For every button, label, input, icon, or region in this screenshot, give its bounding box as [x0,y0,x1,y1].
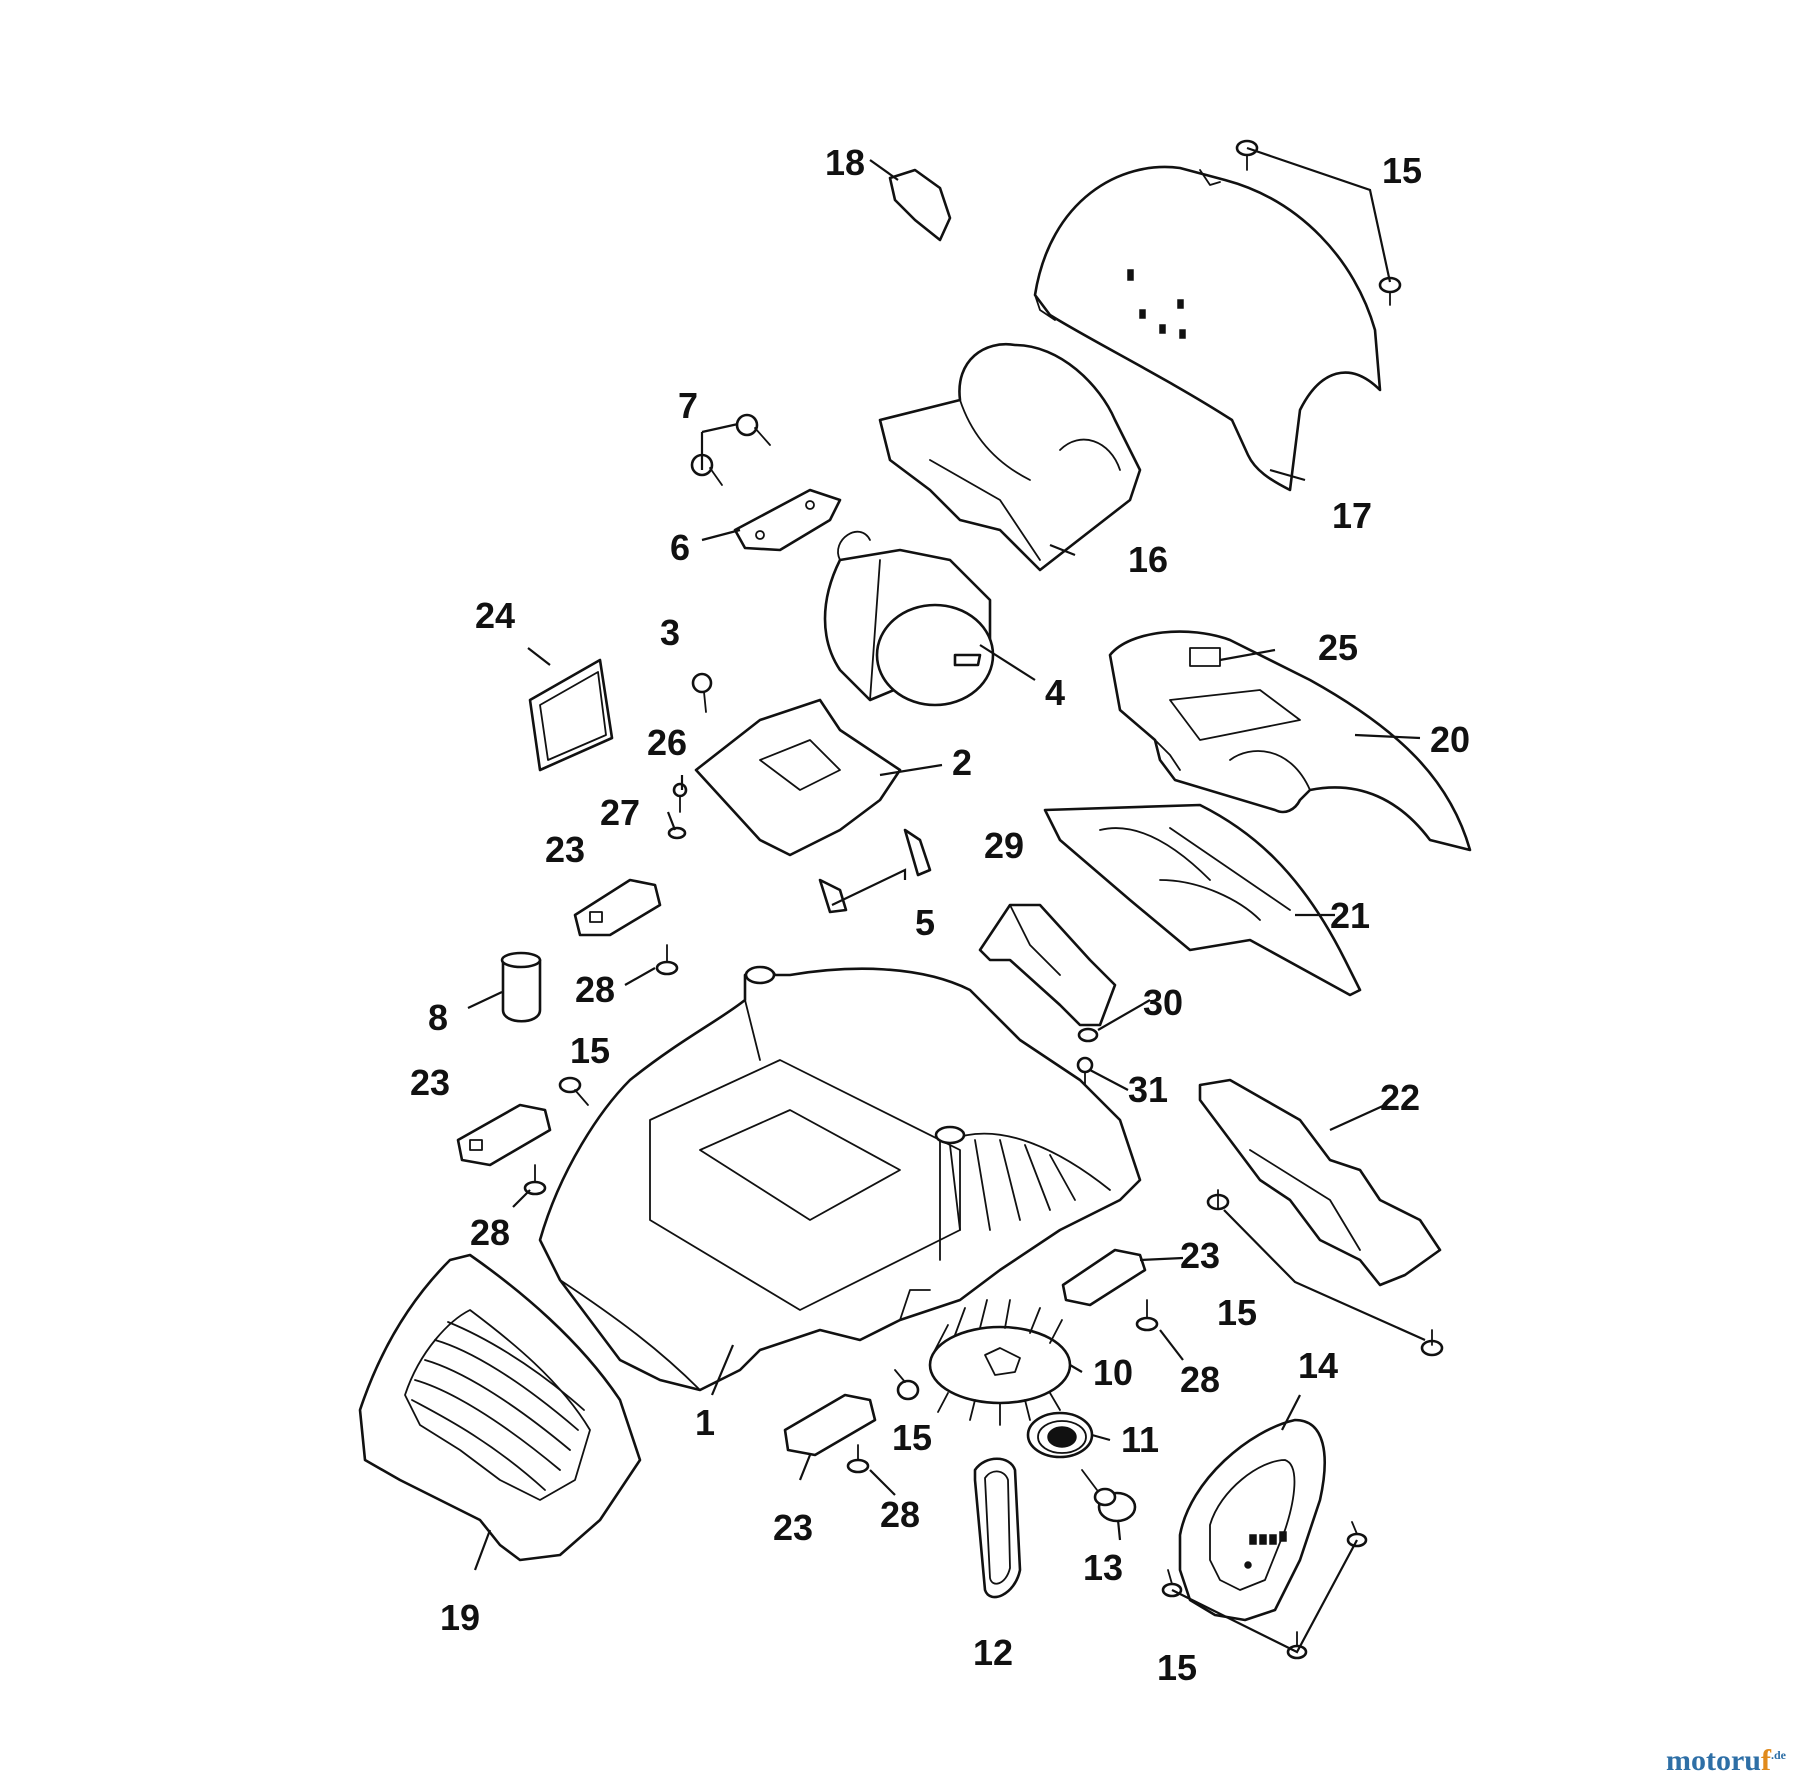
callout-6: 6 [670,527,690,568]
part-1-housing [538,965,1142,1392]
part-23-clip-a [573,878,662,937]
part-28-screw-b [523,1164,547,1196]
callout-23-d: 23 [773,1507,813,1548]
callout-8: 8 [428,997,448,1038]
watermark-logo: motoruf.de [1666,1744,1786,1778]
callout-31: 31 [1128,1069,1168,1110]
callout-13: 13 [1083,1547,1123,1588]
callout-15-bottom: 15 [1157,1647,1197,1688]
part-6-bracket [733,488,842,552]
callout-18: 18 [825,142,865,183]
part-23-clip-c [1061,1248,1147,1307]
callout-12: 12 [973,1632,1013,1673]
part-3-screw [691,672,713,713]
part-28-screw-c [1135,1299,1159,1332]
part-4-motor [823,530,995,707]
callout-11: 11 [1121,1419,1159,1460]
part-28-screw-a [655,944,679,976]
callout-30: 30 [1143,982,1183,1023]
callout-25: 25 [1318,627,1358,668]
callout-16: 16 [1128,539,1168,580]
part-17-rear-cover [1033,165,1382,492]
callout-22: 22 [1380,1077,1420,1118]
callout-27: 27 [600,792,640,833]
part-29-grip [978,903,1117,1027]
callout-15-right: 15 [1217,1292,1257,1333]
part-26-screw [672,782,688,813]
callout-3: 3 [660,612,680,653]
part-5-screws [818,828,932,914]
callout-4: 4 [1045,672,1065,713]
part-11-pulley [1026,1411,1094,1459]
part-10-fan [928,1299,1072,1426]
callout-28-a: 28 [575,969,615,1010]
callout-28-c: 28 [1180,1359,1220,1400]
watermark-tld: .de [1771,1748,1786,1762]
part-14-belt-cover [1178,1418,1326,1622]
callout-26: 26 [647,722,687,763]
callout-1: 1 [695,1402,715,1443]
part-31-screw [1076,1056,1094,1086]
callout-20: 20 [1430,719,1470,760]
part-27-washer [667,826,687,840]
part-20-lid [1108,630,1472,852]
part-8-capacitor [500,951,542,1023]
callout-7: 7 [678,385,698,426]
callout-28-b: 28 [470,1212,510,1253]
callout-15-center: 15 [892,1417,932,1458]
part-28-screw-d [846,1444,870,1474]
part-23-clip-d [783,1393,877,1457]
callout-2: 2 [952,742,972,783]
part-2-plate [694,698,902,857]
callout-5: 5 [915,902,935,943]
part-24-frame [528,658,614,772]
callout-19: 19 [440,1597,480,1638]
callout-labels: 1 2 3 4 5 6 7 8 10 11 12 13 14 15 15 15 … [410,142,1470,1688]
callout-24: 24 [475,595,515,636]
callout-15-top: 15 [1382,150,1422,191]
callout-23-b: 23 [410,1062,450,1103]
part-12-belt [973,1457,1022,1599]
part-30-washer [1077,1027,1099,1043]
callout-15-left: 15 [570,1030,610,1071]
part-13-bolt [1081,1469,1137,1523]
callout-17: 17 [1332,495,1372,536]
callout-21: 21 [1330,895,1370,936]
callout-23-c: 23 [1180,1235,1220,1276]
part-19-grille-cover [358,1253,642,1562]
part-16-inner-cover [878,342,1142,572]
callout-28-d: 28 [880,1494,920,1535]
part-22-deflector [1198,1078,1442,1287]
callout-10: 10 [1093,1352,1133,1393]
callout-29: 29 [984,825,1024,866]
part-23-clip-b [456,1103,552,1167]
watermark-brand: motoru [1666,1744,1761,1777]
part-18-clip [888,168,952,242]
callout-23-a: 23 [545,829,585,870]
part-21-panel [1043,803,1362,997]
callout-14: 14 [1298,1345,1338,1386]
watermark-accent: f [1761,1744,1771,1777]
leader-lines [467,146,1426,1654]
